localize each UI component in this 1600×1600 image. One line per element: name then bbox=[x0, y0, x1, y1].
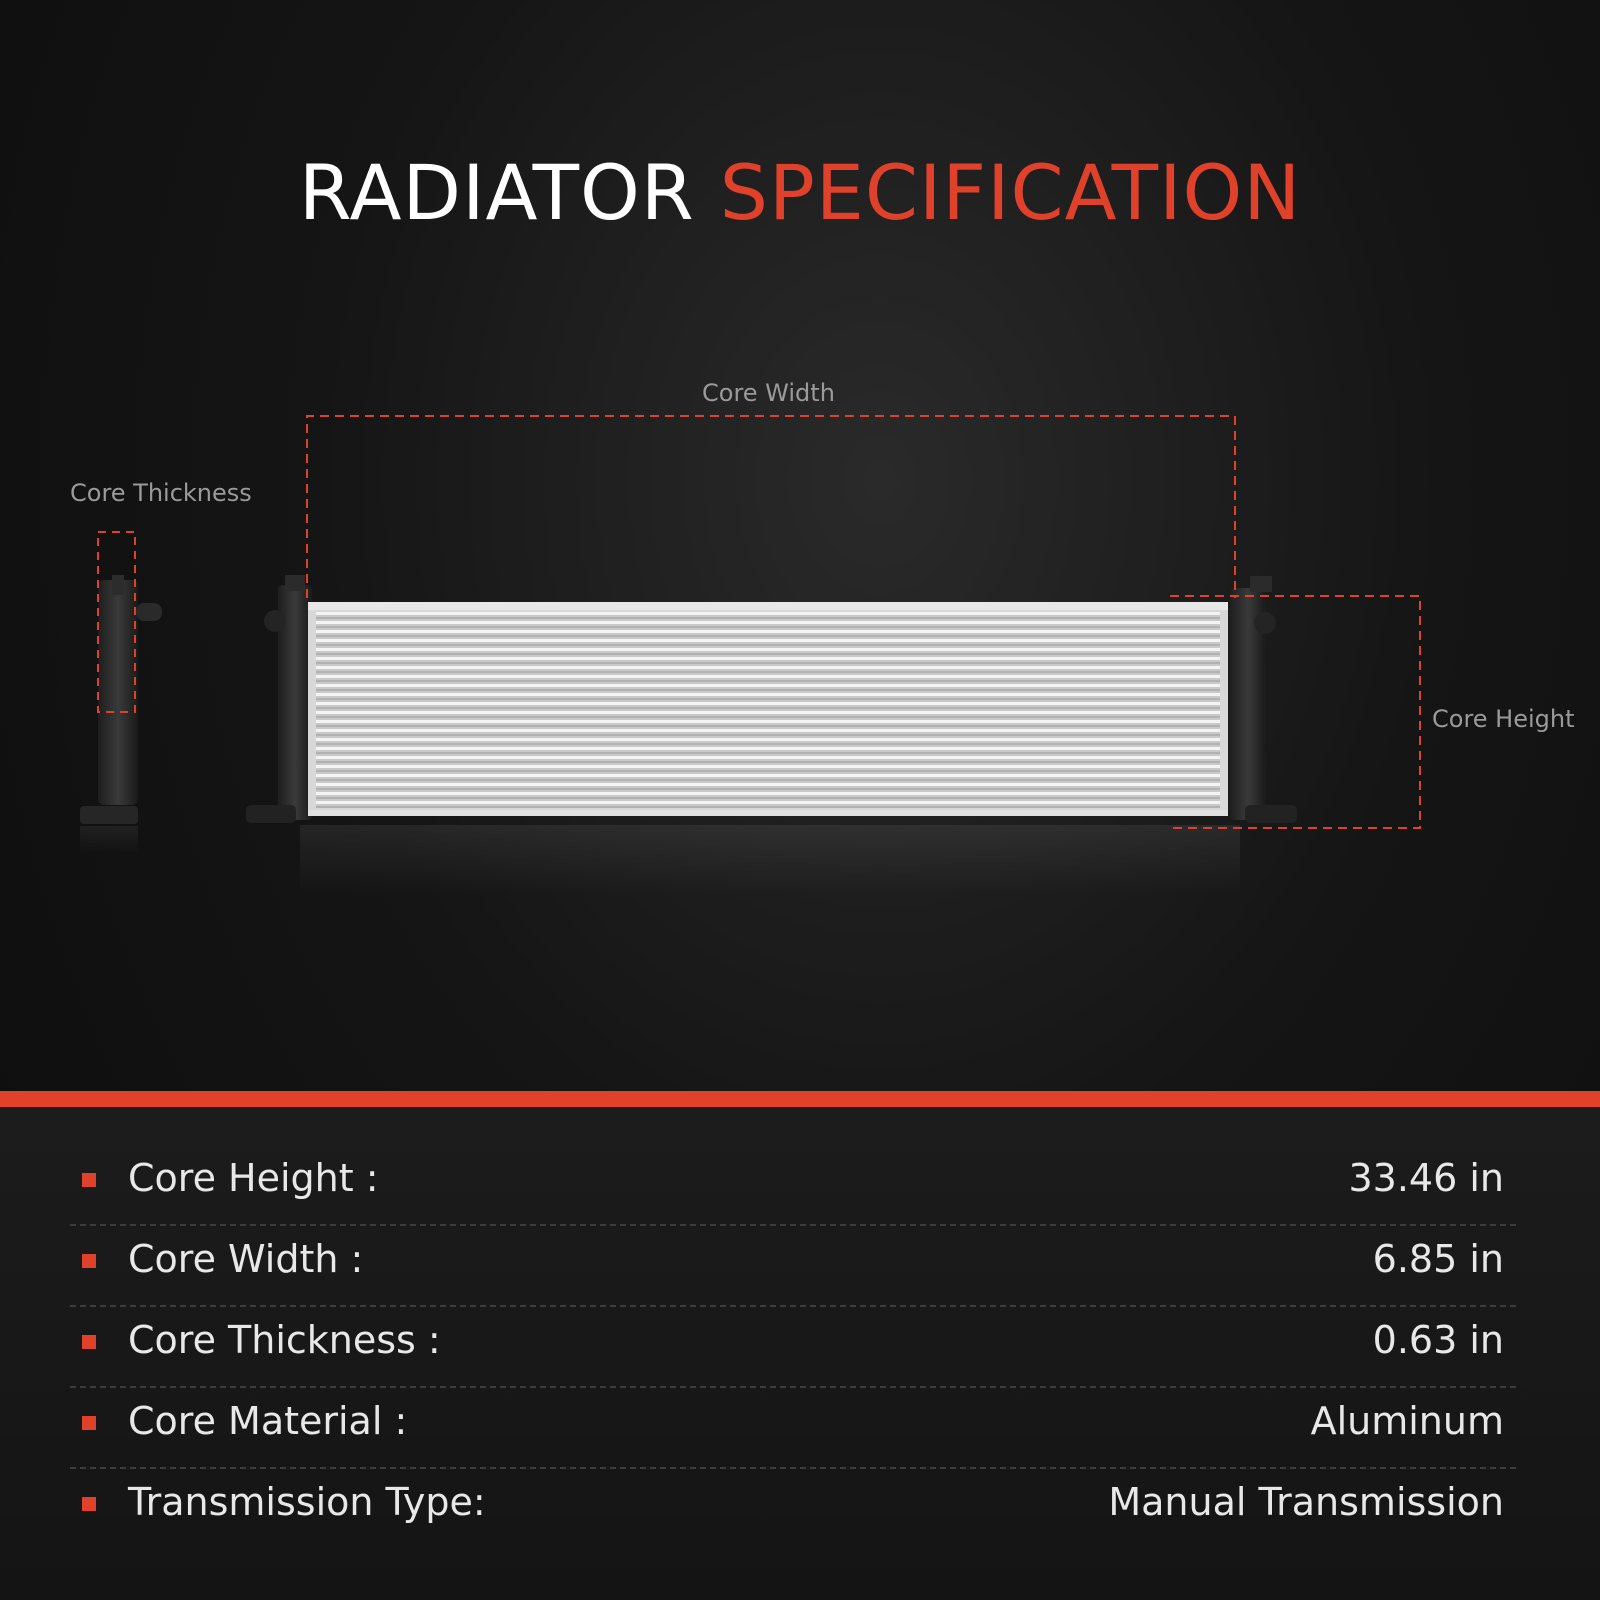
thickness-dim-box bbox=[97, 531, 136, 713]
spec-value: Aluminum bbox=[1310, 1399, 1504, 1443]
spec-row-core-thickness: Core Thickness : 0.63 in bbox=[70, 1307, 1516, 1388]
radiator-diagram bbox=[80, 415, 1421, 895]
spec-row-core-width: Core Width : 6.85 in bbox=[70, 1226, 1516, 1307]
page-title: RADIATOR SPECIFICATION bbox=[0, 148, 1600, 237]
right-tank bbox=[1230, 588, 1266, 820]
core-fins bbox=[316, 612, 1220, 808]
spec-list: Core Height : 33.46 in Core Width : 6.85… bbox=[70, 1145, 1516, 1548]
spec-row-core-material: Core Material : Aluminum bbox=[70, 1388, 1516, 1469]
width-dim-line bbox=[306, 415, 1236, 598]
core-bottom-rail bbox=[308, 810, 1228, 816]
title-part-specification: SPECIFICATION bbox=[719, 148, 1302, 237]
bullet-icon bbox=[82, 1254, 96, 1268]
right-mount bbox=[1245, 805, 1297, 823]
spec-label: Transmission Type: bbox=[128, 1480, 486, 1524]
front-reflection bbox=[300, 825, 1240, 895]
spec-row-transmission-type: Transmission Type: Manual Transmission bbox=[70, 1469, 1516, 1548]
spec-value: 33.46 in bbox=[1348, 1156, 1504, 1200]
spec-value: 6.85 in bbox=[1372, 1237, 1504, 1281]
left-inlet-pipe bbox=[264, 610, 286, 632]
spec-label: Core Thickness : bbox=[128, 1318, 441, 1362]
spec-row-core-height: Core Height : 33.46 in bbox=[70, 1145, 1516, 1226]
left-tank bbox=[278, 585, 312, 820]
bullet-icon bbox=[82, 1335, 96, 1349]
title-part-radiator: RADIATOR bbox=[298, 148, 695, 237]
spec-label: Core Width : bbox=[128, 1237, 364, 1281]
spec-value: Manual Transmission bbox=[1108, 1480, 1504, 1524]
radiator-front-view bbox=[246, 575, 1297, 895]
core-width-label: Core Width bbox=[702, 379, 835, 407]
side-tank bbox=[98, 580, 138, 805]
spec-label: Core Height : bbox=[128, 1156, 379, 1200]
side-cap bbox=[112, 575, 124, 595]
spec-panel bbox=[0, 1107, 1600, 1600]
core-top-rail bbox=[308, 602, 1228, 610]
side-inlet-pipe bbox=[136, 603, 162, 621]
bullet-icon bbox=[82, 1416, 96, 1430]
left-mount bbox=[246, 805, 296, 823]
core-thickness-label: Core Thickness bbox=[70, 479, 252, 507]
bullet-icon bbox=[82, 1173, 96, 1187]
spec-label: Core Material : bbox=[128, 1399, 408, 1443]
bullet-icon bbox=[82, 1497, 96, 1511]
radiator-side-view bbox=[80, 531, 162, 854]
accent-divider bbox=[0, 1091, 1600, 1107]
right-outlet-pipe bbox=[1254, 612, 1276, 634]
side-reflection bbox=[80, 826, 138, 854]
spec-value: 0.63 in bbox=[1372, 1318, 1504, 1362]
right-cap bbox=[1250, 576, 1272, 592]
height-dim-line bbox=[1170, 595, 1421, 829]
left-cap bbox=[285, 575, 305, 591]
side-mount bbox=[80, 806, 138, 824]
core-height-label: Core Height bbox=[1432, 705, 1575, 733]
